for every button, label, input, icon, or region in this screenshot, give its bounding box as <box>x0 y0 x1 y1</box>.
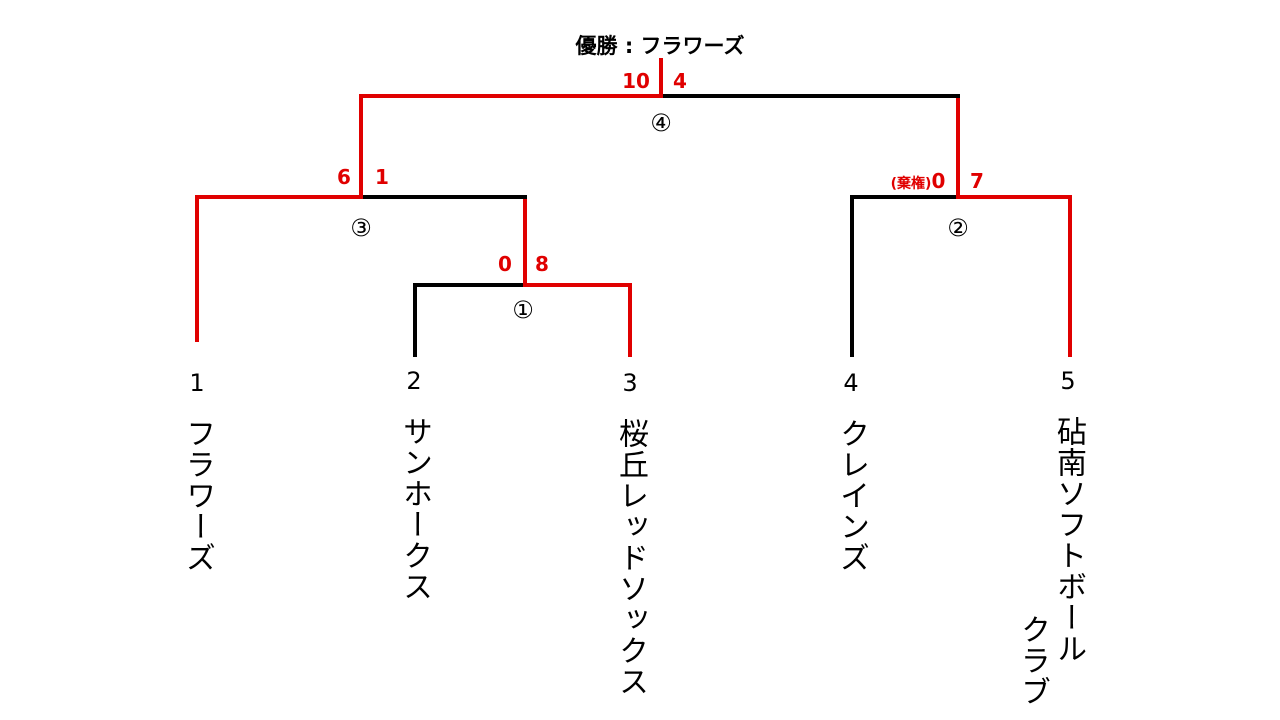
match2-left-line <box>850 195 960 357</box>
team1-name: フラワーズ <box>180 418 215 573</box>
match1-right-score: 8 <box>535 252 549 276</box>
match2-id: ② <box>947 214 969 242</box>
match3-id: ③ <box>350 214 372 242</box>
champion-separator: : <box>624 34 634 58</box>
match1-id: ① <box>512 296 534 324</box>
team3-seed: 3 <box>622 369 638 397</box>
match2-left-score: (棄権)0 <box>891 169 946 193</box>
team5-name-line1: 砧南ソフトボール <box>1051 416 1086 664</box>
team4-seed: 4 <box>843 369 859 397</box>
match4-id: ④ <box>650 109 672 137</box>
team2-name: サンホークス <box>397 416 432 602</box>
match2-right-line <box>956 195 1072 357</box>
match2-right-score: 7 <box>970 169 984 193</box>
match4-right-score: 4 <box>673 69 687 93</box>
forfeit-note: (棄権) <box>890 176 932 192</box>
match3-right-score: 1 <box>375 165 389 189</box>
match3-left-score: 6 <box>337 165 351 189</box>
match4-left-score: 10 <box>622 69 650 93</box>
match1-left-score: 0 <box>498 252 512 276</box>
champion-team: フラワーズ <box>640 34 745 58</box>
team3-name: 桜丘レッドソックス <box>613 418 648 697</box>
match2-left-score-value: 0 <box>931 169 946 193</box>
team1-seed: 1 <box>189 369 205 397</box>
match1-right-line <box>523 283 632 357</box>
team2-seed: 2 <box>406 367 422 395</box>
team4-name: クレインズ <box>834 418 869 573</box>
champion-title: 優勝 : フラワーズ <box>576 30 745 60</box>
match1-left-line <box>413 283 527 357</box>
champion-label: 優勝 <box>575 34 618 58</box>
team5-name-line2: クラブ <box>1015 614 1050 707</box>
team5-seed: 5 <box>1060 367 1076 395</box>
match3-left-line <box>195 195 363 342</box>
